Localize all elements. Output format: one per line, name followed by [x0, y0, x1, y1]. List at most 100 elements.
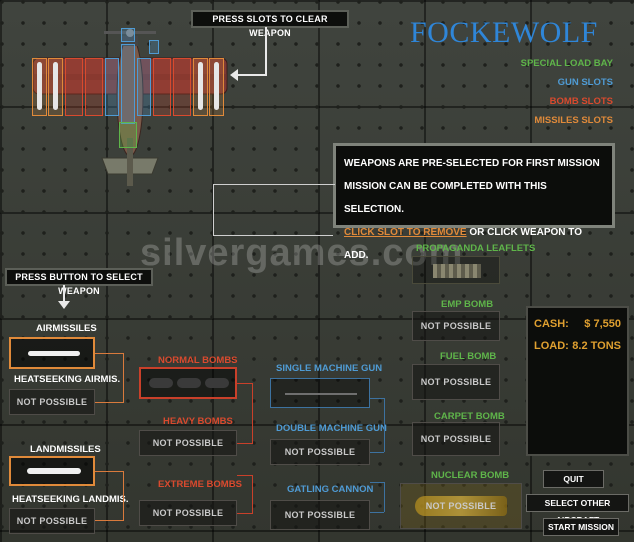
nuclear-bomb-icon [415, 496, 507, 516]
heavy-bombs-button[interactable]: NOT POSSIBLE [139, 430, 237, 456]
extreme-bombs-label: EXTREME BOMBS [158, 479, 242, 490]
emp-label: EMP BOMB [441, 299, 494, 310]
connector [384, 482, 385, 512]
airmissiles-button[interactable] [9, 337, 95, 369]
propaganda-label: PROPAGANDA LEAFLETS [416, 243, 536, 254]
nuclear-label: NUCLEAR BOMB [431, 470, 510, 481]
connector [237, 74, 267, 76]
stats-panel: CASH: $ 7,550 LOAD: 8.2 TONS [526, 306, 629, 456]
info-line-1: WEAPONS ARE PRE-SELECTED FOR FIRST MISSI… [344, 158, 600, 169]
gun-icon [285, 393, 357, 395]
gun-slot-1[interactable] [105, 58, 119, 116]
special-load-bay[interactable] [119, 122, 137, 148]
select-hint-text: PRESS BUTTON TO SELECT WEAPON [15, 272, 143, 296]
legend-missiles: MISSILES SLOTS [534, 115, 613, 126]
connector [95, 353, 123, 354]
bomb-slot-1[interactable] [65, 58, 83, 116]
start-mission-button[interactable]: START MISSION [543, 518, 619, 536]
emp-button[interactable]: NOT POSSIBLE [412, 311, 500, 341]
quit-button[interactable]: QUIT [543, 470, 604, 488]
connector [265, 27, 267, 75]
connector [95, 471, 123, 472]
gun-slot-4[interactable] [121, 28, 135, 42]
missile-icon [214, 62, 219, 110]
connector [252, 383, 253, 443]
info-line-3: CLICK SLOT TO REMOVE OR CLICK WEAPON TO … [344, 227, 582, 261]
select-hint: PRESS BUTTON TO SELECT WEAPON [5, 268, 153, 296]
bomb-icon [177, 378, 201, 388]
single-mg-button[interactable] [270, 378, 370, 408]
gun-slot-5[interactable] [149, 40, 159, 54]
heatseeking-airmis-button[interactable]: NOT POSSIBLE [9, 389, 95, 415]
connector [95, 402, 123, 403]
connector [252, 475, 253, 513]
connector [237, 513, 253, 514]
missile-icon [28, 351, 80, 356]
gatling-button[interactable]: NOT POSSIBLE [270, 500, 370, 530]
not-possible-text: NOT POSSIBLE [16, 516, 88, 526]
bomb-slot-4[interactable] [173, 58, 191, 116]
cash-row: CASH: $ 7,550 [534, 318, 621, 330]
carpet-label: CARPET BOMB [434, 411, 505, 422]
fuel-button[interactable]: NOT POSSIBLE [412, 364, 500, 400]
arrow-down-icon [58, 301, 70, 309]
connector [384, 398, 385, 452]
watermark: silvergames.com [140, 232, 464, 274]
missile-icon [53, 62, 58, 110]
normal-bombs-button[interactable] [139, 367, 237, 399]
heatseeking-landmis-label: HEATSEEKING LANDMIS. [12, 494, 129, 505]
not-possible-text: NOT POSSIBLE [420, 321, 492, 331]
single-mg-label: SINGLE MACHINE GUN [276, 363, 383, 374]
carpet-button[interactable]: NOT POSSIBLE [412, 422, 500, 456]
gun-slot-3[interactable] [137, 58, 151, 116]
bomb-icon [205, 378, 229, 388]
bomb-slot-3[interactable] [153, 58, 171, 116]
landmissiles-button[interactable] [9, 456, 95, 486]
aircraft-name: FOCKEWOLF [410, 16, 598, 49]
propaganda-button[interactable] [412, 256, 500, 284]
heatseeking-landmis-button[interactable]: NOT POSSIBLE [9, 508, 95, 534]
connector [123, 471, 124, 521]
connector [213, 184, 335, 185]
missile-icon [37, 62, 42, 110]
connector [237, 443, 253, 444]
legend-bomb: BOMB SLOTS [549, 96, 613, 107]
bomb-icon [149, 378, 173, 388]
connector [370, 482, 384, 483]
fuel-label: FUEL BOMB [440, 351, 497, 362]
heavy-bombs-label: HEAVY BOMBS [163, 416, 233, 427]
not-possible-text: NOT POSSIBLE [420, 377, 492, 387]
legend-special: SPECIAL LOAD BAY [520, 58, 613, 69]
connector [95, 520, 123, 521]
not-possible-text: NOT POSSIBLE [420, 434, 492, 444]
legend-gun: GUN SLOTS [557, 77, 613, 88]
missile-icon [27, 468, 81, 474]
connector [213, 184, 214, 236]
connector [123, 353, 124, 403]
not-possible-text: NOT POSSIBLE [284, 447, 356, 457]
double-mg-label: DOUBLE MACHINE GUN [276, 423, 387, 434]
load-row: LOAD: 8.2 TONS [534, 340, 621, 352]
double-mg-button[interactable]: NOT POSSIBLE [270, 439, 370, 465]
gun-slot-2[interactable] [121, 44, 135, 124]
gatling-label: GATLING CANNON [287, 484, 374, 495]
nuclear-button[interactable]: NOT POSSIBLE [400, 483, 522, 529]
extreme-bombs-button[interactable]: NOT POSSIBLE [139, 500, 237, 526]
info-panel: WEAPONS ARE PRE-SELECTED FOR FIRST MISSI… [333, 143, 615, 261]
heatseeking-airmis-label: HEATSEEKING AIRMIS. [14, 374, 121, 385]
load-label: LOAD: [534, 340, 569, 352]
connector [370, 512, 384, 513]
landmissiles-label: LANDMISSILES [30, 444, 101, 455]
load-value: 8.2 TONS [572, 340, 621, 352]
connector [370, 398, 384, 399]
connector [237, 383, 253, 384]
connector [237, 475, 253, 476]
select-other-aircraft-button[interactable]: SELECT OTHER AIRCRAFT [526, 494, 629, 525]
normal-bombs-label: NORMAL BOMBS [158, 355, 238, 366]
clear-hint: PRESS SLOTS TO CLEAR WEAPON [191, 10, 349, 38]
not-possible-text: NOT POSSIBLE [425, 501, 497, 511]
bomb-slot-2[interactable] [85, 58, 103, 116]
not-possible-text: NOT POSSIBLE [152, 438, 224, 448]
remove-hint-link: CLICK SLOT TO REMOVE [344, 227, 467, 238]
leaflets-icon [433, 264, 481, 278]
